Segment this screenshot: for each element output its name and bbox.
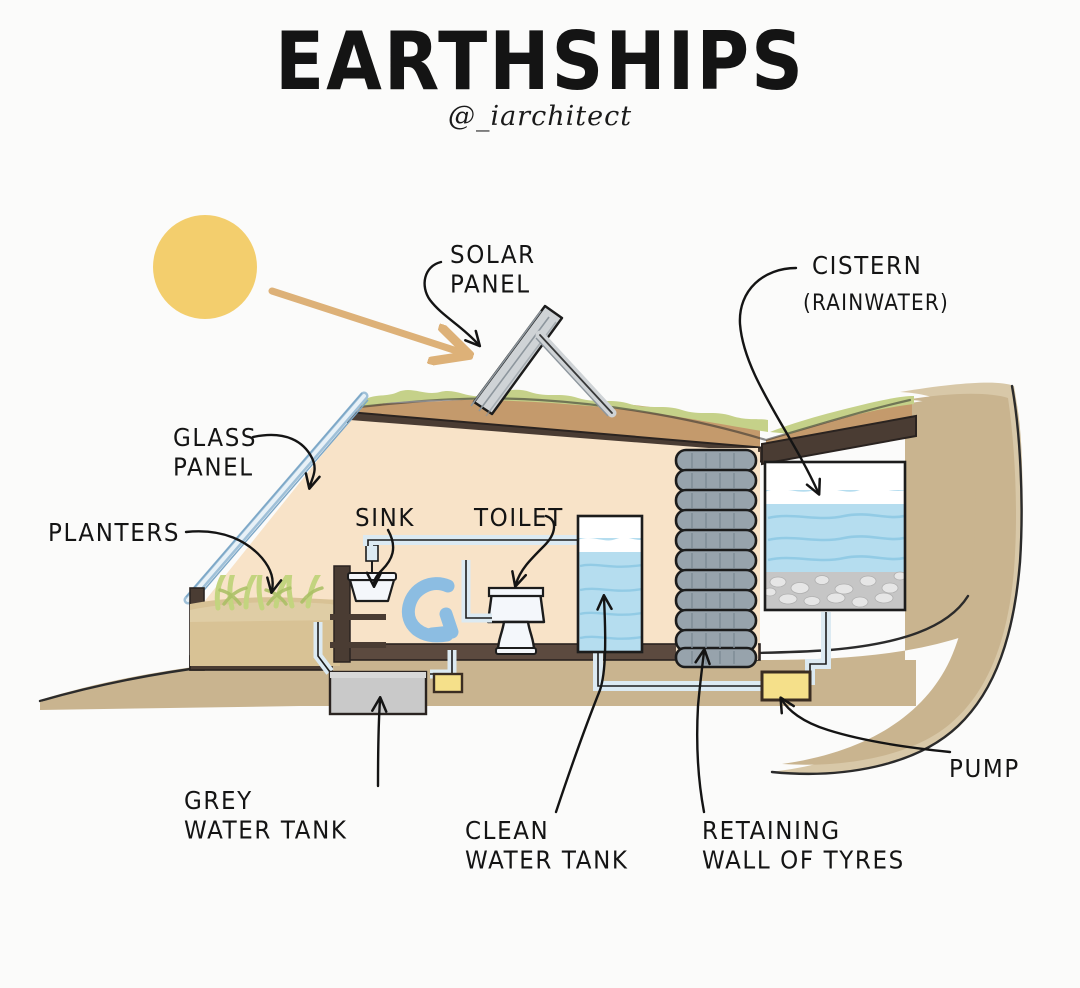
retaining-wall-of-tyres bbox=[674, 448, 758, 669]
label-pump: PUMP bbox=[949, 755, 1020, 784]
toilet-fixture bbox=[486, 586, 546, 655]
label-cistern: CISTERN bbox=[812, 252, 923, 281]
sun bbox=[153, 215, 257, 319]
leader-toilet bbox=[511, 514, 556, 588]
planter-bed bbox=[189, 575, 340, 671]
label-cistern-sub: (RAINWATER) bbox=[803, 288, 949, 316]
glass-panel bbox=[183, 391, 369, 605]
grey-water-tank bbox=[328, 670, 428, 716]
label-glass-panel: GLASS PANEL bbox=[173, 424, 258, 482]
label-toilet: TOILET bbox=[474, 504, 564, 533]
leader-clean-water-tank bbox=[554, 593, 613, 814]
leader-cistern bbox=[738, 266, 822, 496]
label-grey-water-tank: GREY WATER TANK bbox=[184, 787, 348, 845]
leader-grey-water-tank bbox=[371, 695, 388, 788]
pump-grey-water[interactable] bbox=[432, 672, 464, 694]
cistern-tank bbox=[763, 460, 907, 612]
label-planters: PLANTERS bbox=[48, 519, 181, 548]
label-retaining-wall: RETAINING WALL OF TYRES bbox=[702, 817, 905, 875]
leader-pump bbox=[779, 696, 952, 754]
label-clean-water-tank: CLEAN WATER TANK bbox=[465, 817, 629, 875]
clean-water-tank bbox=[576, 514, 644, 654]
leader-retaining-wall bbox=[694, 647, 711, 814]
leader-glass-panel bbox=[251, 433, 321, 490]
pump-cistern[interactable] bbox=[760, 670, 812, 702]
label-sink: SINK bbox=[355, 504, 416, 533]
label-solar-panel: SOLAR PANEL bbox=[450, 241, 536, 299]
leader-solar-panel bbox=[423, 260, 482, 348]
solar-panel bbox=[470, 304, 617, 418]
sink-fixture bbox=[330, 544, 397, 663]
leader-lines bbox=[184, 260, 952, 814]
sunlight-ray bbox=[268, 287, 460, 352]
leader-planters bbox=[184, 530, 283, 595]
water-circulation-arrow bbox=[401, 577, 459, 643]
leader-sink bbox=[365, 528, 395, 589]
